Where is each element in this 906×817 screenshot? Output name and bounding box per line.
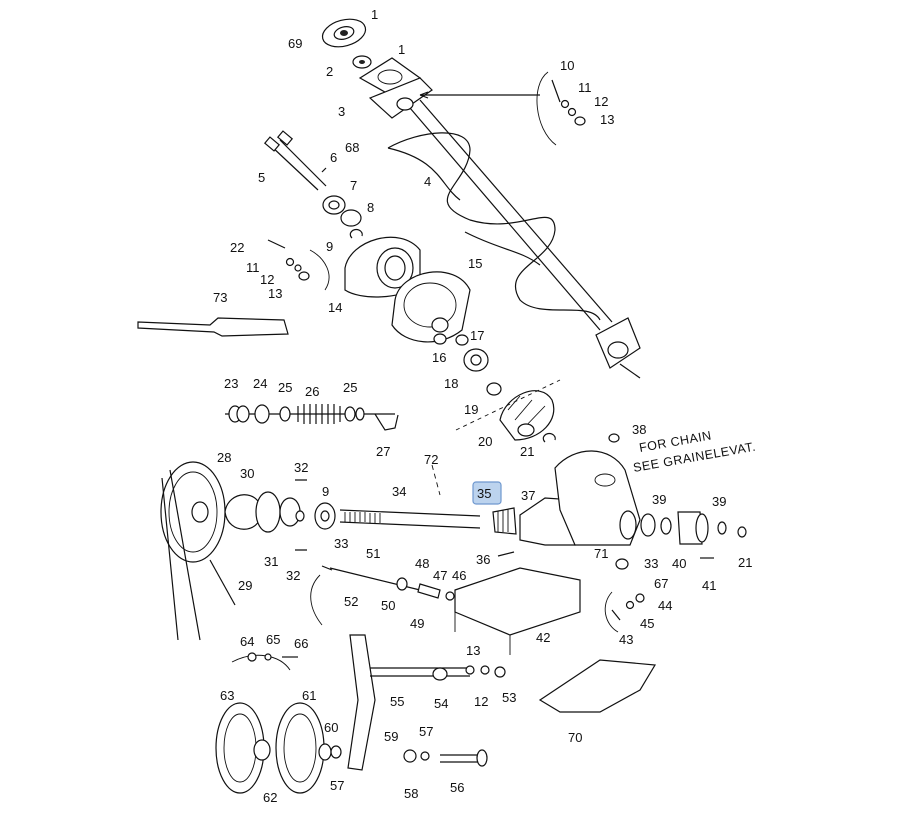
part-label-28[interactable]: 28 — [217, 450, 231, 465]
bearing-housing-group — [137, 130, 556, 443]
part-label-12[interactable]: 12 — [594, 94, 608, 109]
auger-assembly — [321, 18, 641, 379]
part-label-30[interactable]: 30 — [240, 466, 254, 481]
part-label-26[interactable]: 26 — [305, 384, 319, 399]
lever-bracket-group — [310, 565, 657, 771]
part-label-27[interactable]: 27 — [376, 444, 390, 459]
part-label-45[interactable]: 45 — [640, 616, 654, 631]
part-label-13[interactable]: 13 — [466, 643, 480, 658]
part-label-52[interactable]: 52 — [344, 594, 358, 609]
part-label-6[interactable]: 6 — [330, 150, 337, 165]
part-label-19[interactable]: 19 — [464, 402, 478, 417]
part-label-16[interactable]: 16 — [432, 350, 446, 365]
part-label-51[interactable]: 51 — [366, 546, 380, 561]
part-label-34[interactable]: 34 — [392, 484, 406, 499]
part-label-32[interactable]: 32 — [286, 568, 300, 583]
part-label-67[interactable]: 67 — [654, 576, 668, 591]
part-label-21[interactable]: 21 — [520, 444, 534, 459]
part-label-72[interactable]: 72 — [424, 452, 438, 467]
part-label-64[interactable]: 64 — [240, 634, 254, 649]
part-label-62[interactable]: 62 — [263, 790, 277, 805]
part-label-60[interactable]: 60 — [324, 720, 338, 735]
part-label-11[interactable]: 11 — [578, 80, 592, 95]
part-label-24[interactable]: 24 — [253, 376, 267, 391]
part-label-58[interactable]: 58 — [404, 786, 418, 801]
part-label-44[interactable]: 44 — [658, 598, 672, 613]
part-label-61[interactable]: 61 — [302, 688, 316, 703]
drive-shaft-group — [160, 379, 747, 641]
part-label-50[interactable]: 50 — [381, 598, 395, 613]
part-label-71[interactable]: 71 — [594, 546, 608, 561]
chain-note: FOR CHAIN SEE GRAINELEVAT. — [632, 428, 757, 475]
part-label-68[interactable]: 68 — [345, 140, 359, 155]
part-label-2[interactable]: 2 — [326, 64, 333, 79]
part-label-17[interactable]: 17 — [470, 328, 484, 343]
part-label-10[interactable]: 10 — [560, 58, 574, 73]
part-label-12[interactable]: 12 — [474, 694, 488, 709]
part-label-41[interactable]: 41 — [702, 578, 716, 593]
part-label-39[interactable]: 39 — [652, 492, 666, 507]
part-label-66[interactable]: 66 — [294, 636, 308, 651]
part-label-55[interactable]: 55 — [390, 694, 404, 709]
part-label-38[interactable]: 38 — [632, 422, 646, 437]
part-label-33[interactable]: 33 — [334, 536, 348, 551]
part-label-70[interactable]: 70 — [568, 730, 582, 745]
part-label-13[interactable]: 13 — [268, 286, 282, 301]
part-label-4[interactable]: 4 — [424, 174, 431, 189]
part-label-46[interactable]: 46 — [452, 568, 466, 583]
part-label-8[interactable]: 8 — [367, 200, 374, 215]
part-label-11[interactable]: 11 — [246, 260, 260, 275]
part-label-43[interactable]: 43 — [619, 632, 633, 647]
part-label-48[interactable]: 48 — [415, 556, 429, 571]
part-label-56[interactable]: 56 — [450, 780, 464, 795]
part-label-18[interactable]: 18 — [444, 376, 458, 391]
part-label-54[interactable]: 54 — [434, 696, 448, 711]
part-label-1[interactable]: 1 — [398, 42, 405, 57]
part-label-47[interactable]: 47 — [433, 568, 447, 583]
part-label-9[interactable]: 9 — [322, 484, 329, 499]
part-label-39[interactable]: 39 — [712, 494, 726, 509]
part-label-32[interactable]: 32 — [294, 460, 308, 475]
part-label-37[interactable]: 37 — [521, 488, 535, 503]
part-label-42[interactable]: 42 — [536, 630, 550, 645]
part-label-14[interactable]: 14 — [328, 300, 342, 315]
part-label-22[interactable]: 22 — [230, 240, 244, 255]
part-label-9[interactable]: 9 — [326, 239, 333, 254]
part-label-57[interactable]: 57 — [419, 724, 433, 739]
part-label-12[interactable]: 12 — [260, 272, 274, 287]
part-label-1[interactable]: 1 — [371, 7, 378, 22]
part-labels: 1 1 69 2 3 68 10 11 12 13 4 6 5 7 8 9 22… — [213, 7, 752, 805]
part-label-13[interactable]: 13 — [600, 112, 614, 127]
part-label-5[interactable]: 5 — [258, 170, 265, 185]
part-label-15[interactable]: 15 — [468, 256, 482, 271]
part-label-59[interactable]: 59 — [384, 729, 398, 744]
part-label-40[interactable]: 40 — [672, 556, 686, 571]
part-label-36[interactable]: 36 — [476, 552, 490, 567]
part-label-65[interactable]: 65 — [266, 632, 280, 647]
part-label-57[interactable]: 57 — [330, 778, 344, 793]
part-label-25[interactable]: 25 — [278, 380, 292, 395]
part-label-7[interactable]: 7 — [350, 178, 357, 193]
part-label-23[interactable]: 23 — [224, 376, 238, 391]
part-label-21[interactable]: 21 — [738, 555, 752, 570]
spring-group — [225, 404, 399, 431]
idler-pulley-group — [215, 652, 342, 794]
part-label-31[interactable]: 31 — [264, 554, 278, 569]
part-label-49[interactable]: 49 — [410, 616, 424, 631]
part-label-53[interactable]: 53 — [502, 690, 516, 705]
part-label-25[interactable]: 25 — [343, 380, 357, 395]
part-label-73[interactable]: 73 — [213, 290, 227, 305]
part-label-35[interactable]: 35 — [477, 486, 491, 501]
part-label-69[interactable]: 69 — [288, 36, 302, 51]
highlight-box-35 — [472, 481, 502, 505]
part-label-63[interactable]: 63 — [220, 688, 234, 703]
part-label-3[interactable]: 3 — [338, 104, 345, 119]
part-label-33[interactable]: 33 — [644, 556, 658, 571]
part-label-20[interactable]: 20 — [478, 434, 492, 449]
part-label-29[interactable]: 29 — [238, 578, 252, 593]
